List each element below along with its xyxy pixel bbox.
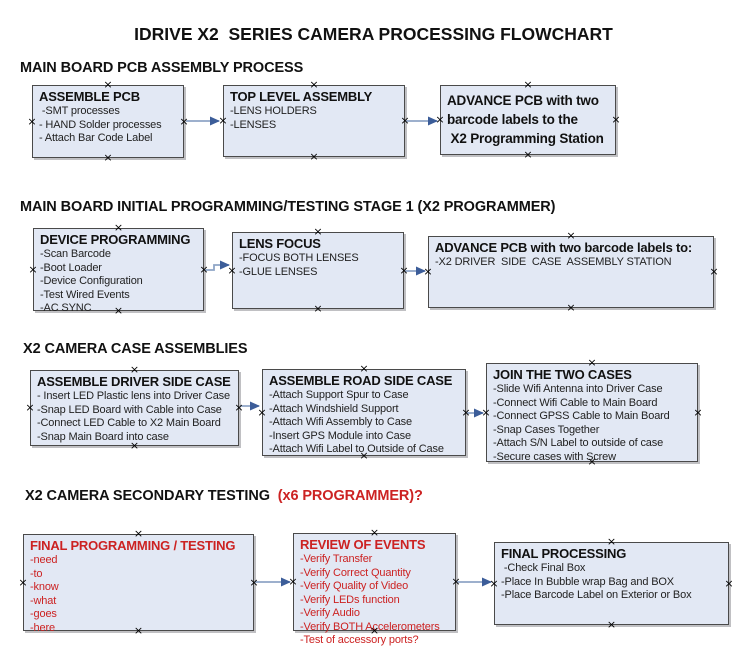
box-item: -what [30, 594, 57, 607]
box-items: -X2 DRIVER SIDE CASE ASSEMBLY STATION [435, 256, 708, 270]
box-item: -Verify Correct Quantity [300, 566, 411, 579]
box-item: ADVANCE PCB with two [447, 93, 599, 108]
box-title: FINAL PROGRAMMING / TESTING [30, 538, 236, 553]
box-item: -Snap Cases Together [493, 423, 600, 436]
box-title: REVIEW OF EVENTS [300, 537, 426, 552]
box-item: -Connect GPSS Cable to Main Board [493, 410, 670, 422]
box-item: -Snap Main Board into case [37, 430, 169, 443]
flow-box-review-of-events: REVIEW OF EVENTS -Verify Transfer-Verify… [293, 533, 456, 646]
box-title: FINAL PROCESSING [501, 546, 627, 561]
box-item: -Test Wired Events [40, 288, 130, 301]
box-items: -Attach Support Spur to Case-Attach Wind… [269, 389, 460, 457]
flow-box-join-the-two-cases: JOIN THE TWO CASES -Slide Wifi Antenna i… [486, 363, 698, 464]
flow-arrow [205, 260, 230, 271]
box-item: -Slide Wifi Antenna into Driver Case [493, 383, 663, 395]
box-item: - Insert LED Plastic lens into Driver Ca… [37, 390, 230, 402]
box-item: -goes [30, 608, 57, 620]
box-item: -Attach Support Spur to Case [269, 389, 409, 401]
box-item: -Verify Transfer [300, 553, 373, 565]
box-item: -Verify BOTH Accelerometers [300, 620, 440, 633]
box-item: -LENSES [230, 118, 277, 131]
flow-box-lens-focus: LENS FOCUS -FOCUS BOTH LENSES-GLUE LENSE… [232, 232, 404, 309]
section-heading-initial-programming: MAIN BOARD INITIAL PROGRAMMING/TESTING S… [20, 199, 556, 215]
box-item: barcode labels to the [447, 112, 578, 127]
box-items: ADVANCE PCB with two barcode labels to th… [447, 91, 610, 148]
box-item: -Connect LED Cable to X2 Main Board [37, 417, 221, 429]
box-item: -know [30, 581, 59, 593]
box-item: X2 Programming Station [447, 131, 604, 146]
box-item: -Attach Wifi Label to Outside of Case [269, 443, 444, 455]
box-item: -Boot Loader [40, 261, 102, 274]
box-items: - Insert LED Plastic lens into Driver Ca… [37, 390, 233, 444]
box-item: - Attach Bar Code Label [39, 132, 153, 144]
box-title: ASSEMBLE ROAD SIDE CASE [269, 373, 453, 388]
heading-suffix: (x6 PROGRAMMER)? [277, 488, 423, 504]
box-item: - HAND Solder processes [39, 118, 162, 131]
section-heading-pcb-assembly: MAIN BOARD PCB ASSEMBLY PROCESS [20, 60, 304, 76]
flow-box-advance-pcb-programming-station: ADVANCE PCB with two barcode labels to th… [440, 85, 616, 155]
box-title: ASSEMBLE PCB [39, 89, 140, 104]
box-item: -Place In Bubble wrap Bag and BOX [501, 575, 674, 588]
box-title: TOP LEVEL ASSEMBLY [230, 89, 373, 104]
box-item: -Attach S/N Label to outside of case [493, 437, 664, 449]
box-item: -LENS HOLDERS [230, 105, 317, 117]
box-item: -Secure cases with Screw [493, 450, 616, 463]
section-heading-secondary-testing: X2 CAMERA SECONDARY TESTING (x6 PROGRAMM… [25, 488, 423, 504]
box-item: -Scan Barcode [40, 248, 111, 260]
box-items: -Scan Barcode-Boot Loader-Device Configu… [40, 248, 198, 316]
box-item: -Attach Windshield Support [269, 402, 399, 415]
box-item: -Connect Wifi Cable to Main Board [493, 396, 658, 409]
flow-box-final-programming-testing: FINAL PROGRAMMING / TESTING -need-to-kno… [23, 534, 254, 634]
box-item: -GLUE LENSES [239, 265, 318, 278]
box-item: -to [30, 567, 43, 580]
box-title: LENS FOCUS [239, 236, 321, 251]
box-items: -FOCUS BOTH LENSES-GLUE LENSES [239, 252, 398, 279]
box-item: -Verify LEDs function [300, 593, 400, 606]
box-item: -need [30, 554, 58, 566]
box-items: -Verify Transfer-Verify Correct Quantity… [300, 553, 450, 648]
box-item: -SMT processes [39, 105, 120, 117]
box-title: ADVANCE PCB with two barcode labels to: [435, 240, 693, 255]
box-items: -need-to-know-what-goes-here [30, 554, 248, 635]
box-item: -Place Barcode Label on Exterior or Box [501, 589, 692, 601]
box-item: -Snap LED Board with Cable into Case [37, 403, 222, 416]
flow-box-assemble-driver-side-case: ASSEMBLE DRIVER SIDE CASE - Insert LED P… [30, 370, 239, 446]
box-item: -Verify Audio [300, 607, 360, 619]
box-item: -Test of accessory ports? [300, 634, 419, 646]
box-item: -AC SYNC [40, 302, 92, 314]
flow-box-device-programming: DEVICE PROGRAMMING -Scan Barcode-Boot Lo… [33, 228, 204, 314]
box-item: -Attach Wifi Assembly to Case [269, 416, 412, 428]
page-title: IDRIVE X2 SERIES CAMERA PROCESSING FLOWC… [134, 24, 613, 44]
flow-box-final-processing: FINAL PROCESSING -Check Final Box-Place … [494, 542, 729, 625]
section-heading-case-assemblies: X2 CAMERA CASE ASSEMBLIES [23, 341, 248, 357]
box-items: -Check Final Box-Place In Bubble wrap Ba… [501, 562, 723, 603]
box-item: -Check Final Box [501, 562, 586, 574]
flow-box-assemble-road-side-case: ASSEMBLE ROAD SIDE CASE -Attach Support … [262, 369, 466, 456]
box-title: ASSEMBLE DRIVER SIDE CASE [37, 374, 231, 389]
box-items: -SMT processes- HAND Solder processes- A… [39, 105, 178, 146]
flow-box-advance-pcb-case-assembly: ADVANCE PCB with two barcode labels to: … [428, 236, 714, 308]
box-item: -FOCUS BOTH LENSES [239, 252, 359, 264]
box-items: -Slide Wifi Antenna into Driver Case-Con… [493, 383, 692, 464]
box-item: -Insert GPS Module into Case [269, 429, 411, 442]
heading-text: X2 CAMERA SECONDARY TESTING [25, 488, 278, 504]
box-item: -Device Configuration [40, 275, 143, 287]
box-title: DEVICE PROGRAMMING [40, 232, 191, 247]
box-item: -here [30, 621, 55, 634]
box-item: -X2 DRIVER SIDE CASE ASSEMBLY STATION [435, 256, 672, 268]
box-title: JOIN THE TWO CASES [493, 367, 632, 382]
flow-box-top-level-assembly: TOP LEVEL ASSEMBLY -LENS HOLDERS-LENSES [223, 85, 405, 157]
box-item: -Verify Quality of Video [300, 580, 409, 592]
box-items: -LENS HOLDERS-LENSES [230, 105, 399, 132]
flow-box-assemble-pcb: ASSEMBLE PCB -SMT processes- HAND Solder… [32, 85, 184, 158]
